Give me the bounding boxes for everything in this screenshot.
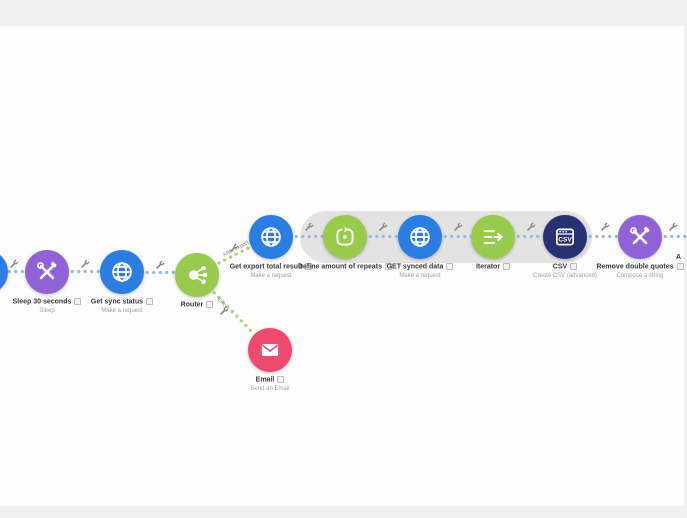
note-badge <box>206 301 214 308</box>
module-sublabel: Make a request <box>101 307 143 314</box>
filter-wrench-icon[interactable] <box>303 222 314 233</box>
module-csv[interactable]: CSV CSV Create CSV (advanced) <box>505 215 625 279</box>
connection <box>662 234 687 239</box>
connection <box>587 234 618 239</box>
connection <box>442 234 471 239</box>
module-label: Get export total result <box>211 263 331 272</box>
filter-wrench-icon[interactable] <box>79 259 90 270</box>
module-label: GET synced data <box>360 263 480 272</box>
module-label: CSV <box>505 263 625 272</box>
svg-text:CSV: CSV <box>558 236 572 243</box>
note-badge <box>146 298 154 305</box>
csv-icon[interactable]: CSV <box>543 215 587 259</box>
note-badge <box>305 263 313 270</box>
module-remove-double-quotes[interactable]: Remove double quotes Compose a string <box>580 215 687 279</box>
connection <box>367 234 398 239</box>
module-define-amount-of-repeats[interactable]: Define amount of repeats <box>285 215 405 272</box>
module-label: Sleep 30 seconds <box>0 298 107 307</box>
tools-icon[interactable] <box>618 215 662 259</box>
module-sublabel: Create CSV (advanced) <box>533 272 597 279</box>
module-label: Remove double quotes <box>580 263 687 272</box>
note-badge <box>277 376 285 383</box>
connection <box>515 234 543 239</box>
filter-wrench-icon[interactable] <box>525 222 536 233</box>
module-sublabel: Make a request <box>399 272 441 279</box>
filter-wrench-icon[interactable] <box>228 243 239 254</box>
note-badge <box>74 298 82 305</box>
globe-icon[interactable] <box>100 250 144 294</box>
module-get-synced-data[interactable]: GET synced data Make a request <box>360 215 480 279</box>
module-sleep[interactable]: Sleep 30 seconds Sleep <box>0 250 107 314</box>
module-sublabel: Send an Email <box>250 385 290 392</box>
filter-wrench-icon[interactable] <box>8 259 19 270</box>
connection <box>6 269 26 274</box>
clipped-module-label: A <box>676 254 682 261</box>
note-badge <box>570 263 578 270</box>
module-get-export-total-result[interactable]: Get export total result Make a request <box>211 215 331 279</box>
module-sublabel: Compose a string <box>616 272 664 279</box>
module-label: Get sync status <box>62 298 182 307</box>
globe-icon[interactable] <box>249 215 293 259</box>
module-label: Iterator <box>433 263 553 272</box>
iterator-icon[interactable] <box>471 215 515 259</box>
note-badge <box>676 263 684 270</box>
tools-icon[interactable] <box>25 250 69 294</box>
note-badge <box>446 263 454 270</box>
filter-wrench-icon[interactable] <box>667 222 678 233</box>
note-badge <box>503 263 511 270</box>
module-iterator[interactable]: Iterator <box>433 215 553 272</box>
connection <box>69 269 100 274</box>
module-label: Router <box>137 301 257 310</box>
email-icon[interactable] <box>248 328 292 372</box>
module-router[interactable]: Router <box>137 253 257 310</box>
note-badge <box>385 263 392 270</box>
filter-wrench-icon[interactable] <box>218 306 229 317</box>
module-offscreen-left[interactable] <box>0 250 8 294</box>
connection <box>144 270 175 275</box>
module-sublabel: Sleep <box>39 307 55 314</box>
module-get-sync-status[interactable]: Get sync status Make a request <box>62 250 182 314</box>
filter-wrench-icon[interactable] <box>599 222 610 233</box>
module-label: Define amount of repeats <box>285 263 405 272</box>
connection <box>293 234 323 239</box>
module-sublabel: Make a request <box>250 272 292 279</box>
router-icon[interactable] <box>175 253 219 297</box>
module-label: Email <box>210 376 330 385</box>
filter-wrench-icon[interactable] <box>377 222 388 233</box>
module-email[interactable]: Email Send an Email <box>210 328 330 392</box>
filter-wrench-icon[interactable] <box>452 222 463 233</box>
globe-icon[interactable] <box>398 215 442 259</box>
repeater-icon[interactable] <box>323 215 367 259</box>
filter-wrench-icon[interactable] <box>154 260 165 271</box>
